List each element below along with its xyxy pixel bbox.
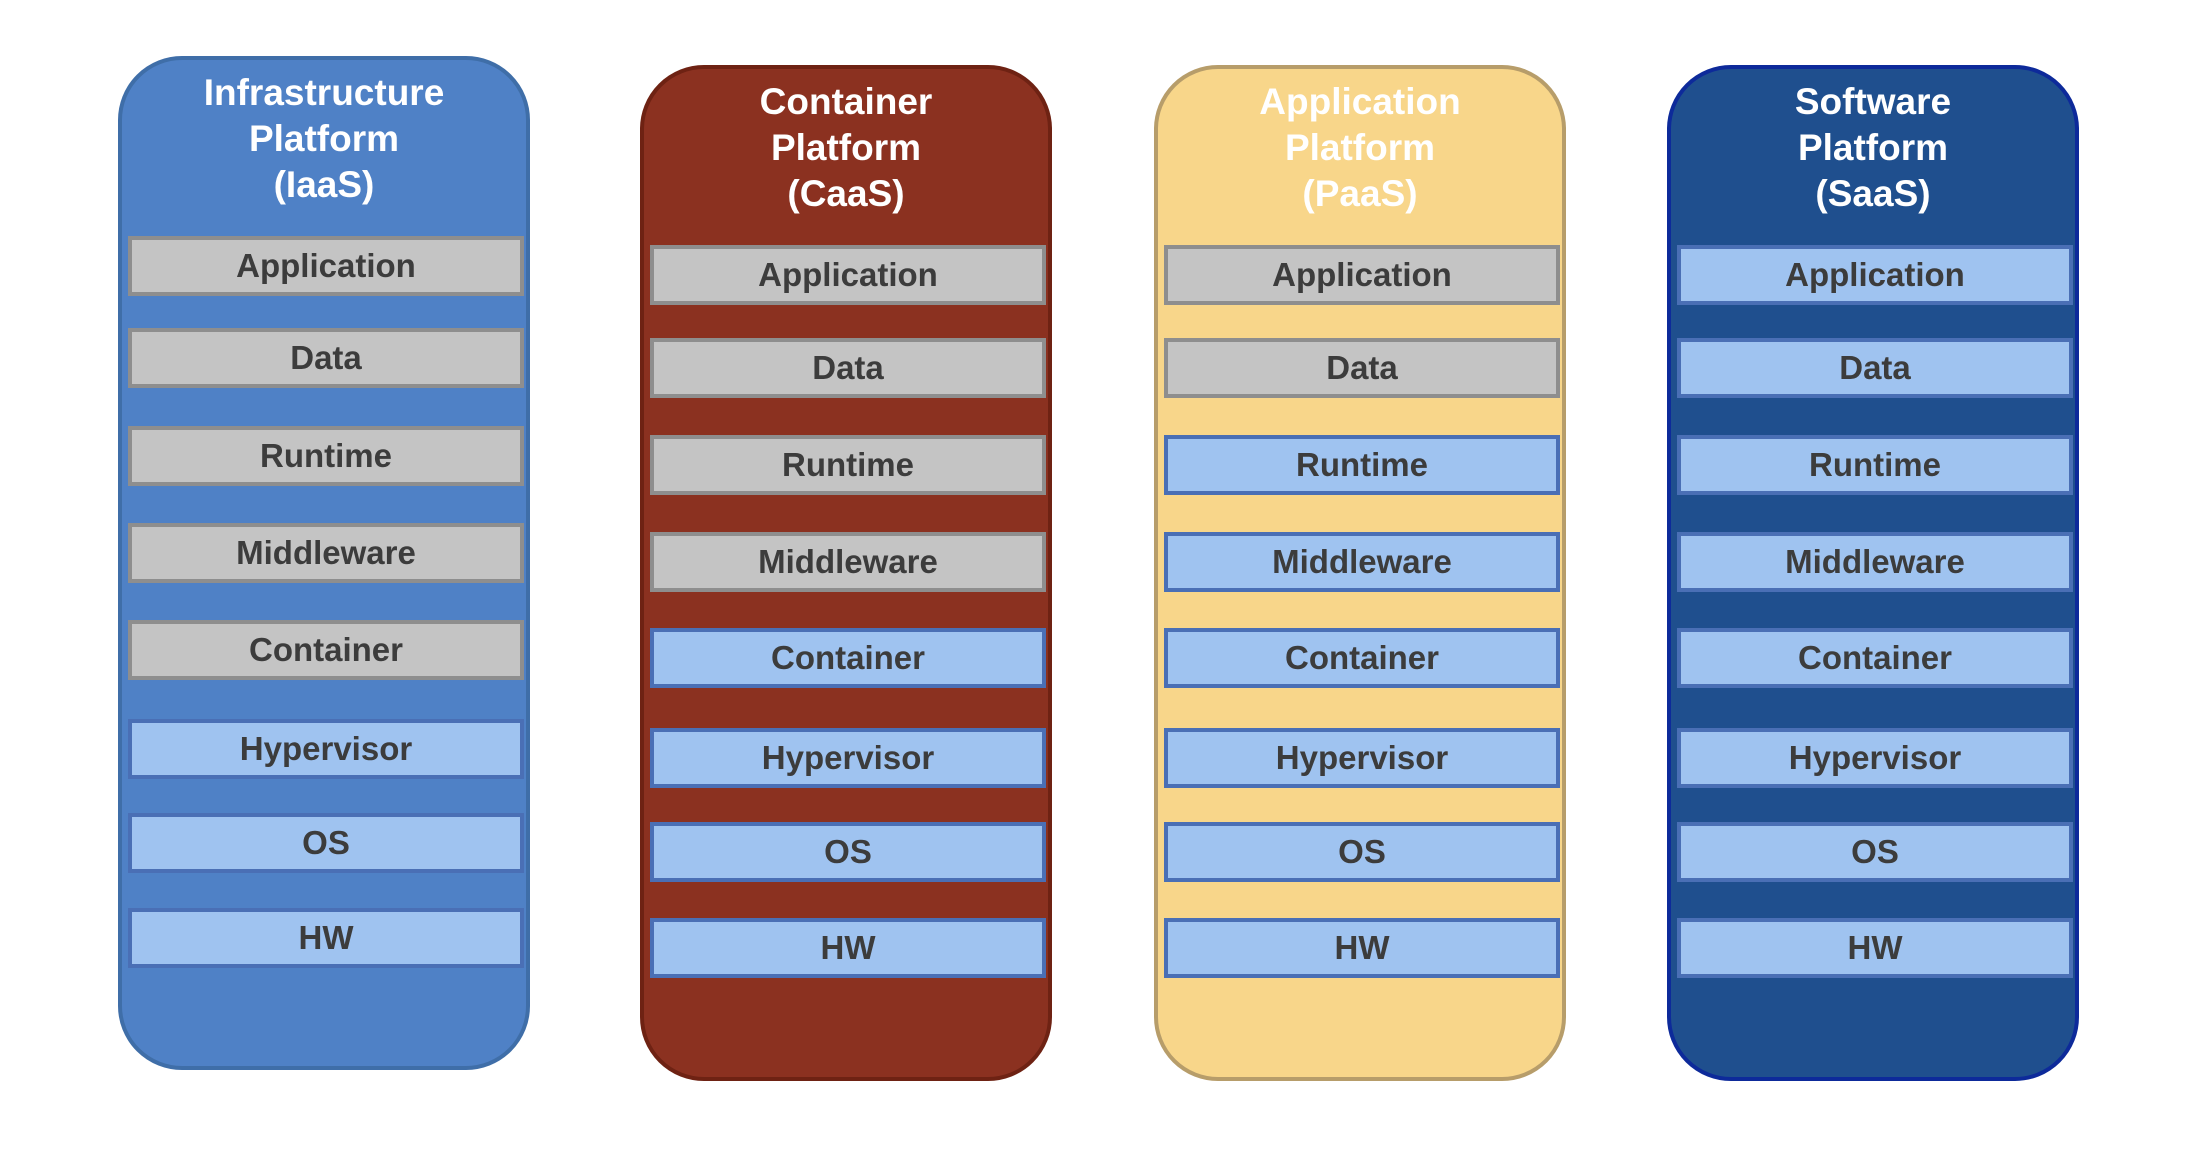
layer-hypervisor: Hypervisor — [1164, 728, 1560, 788]
column-title-line: Platform — [1797, 127, 1949, 168]
layer-hw: HW — [128, 908, 524, 968]
column-title-line: (IaaS) — [273, 164, 375, 205]
column-title-line: Application — [1259, 81, 1461, 122]
layer-container: Container — [128, 620, 524, 680]
layer-hypervisor: Hypervisor — [1677, 728, 2073, 788]
layer-os: OS — [1164, 822, 1560, 882]
layer-hypervisor: Hypervisor — [128, 719, 524, 779]
column-title: Container Platform (CaaS) — [644, 79, 1048, 217]
layer-runtime: Runtime — [1164, 435, 1560, 495]
layer-application: Application — [128, 236, 524, 296]
column-title: Infrastructure Platform (IaaS) — [122, 70, 526, 208]
column-title-line: (PaaS) — [1302, 173, 1418, 214]
layer-hw: HW — [1677, 918, 2073, 978]
column-title: Software Platform (SaaS) — [1671, 79, 2075, 217]
layer-runtime: Runtime — [650, 435, 1046, 495]
layer-data: Data — [128, 328, 524, 388]
column-title-line: Container — [759, 81, 933, 122]
layer-os: OS — [650, 822, 1046, 882]
layer-os: OS — [128, 813, 524, 873]
layer-application: Application — [1164, 245, 1560, 305]
layer-middleware: Middleware — [1677, 532, 2073, 592]
layer-data: Data — [650, 338, 1046, 398]
layer-middleware: Middleware — [1164, 532, 1560, 592]
layer-os: OS — [1677, 822, 2073, 882]
layer-runtime: Runtime — [1677, 435, 2073, 495]
layer-hw: HW — [650, 918, 1046, 978]
column-title: Application Platform (PaaS) — [1158, 79, 1562, 217]
iaas-column: Infrastructure Platform (IaaS) Applicati… — [118, 56, 530, 1070]
layer-hypervisor: Hypervisor — [650, 728, 1046, 788]
column-title-line: (CaaS) — [787, 173, 905, 214]
layer-middleware: Middleware — [650, 532, 1046, 592]
column-title-line: (SaaS) — [1815, 173, 1931, 214]
column-title-line: Platform — [1284, 127, 1436, 168]
layer-container: Container — [1164, 628, 1560, 688]
layer-application: Application — [1677, 245, 2073, 305]
layer-hw: HW — [1164, 918, 1560, 978]
column-title-line: Platform — [770, 127, 922, 168]
column-title-line: Infrastructure — [203, 72, 445, 113]
column-title-line: Software — [1794, 81, 1952, 122]
layer-middleware: Middleware — [128, 523, 524, 583]
layer-data: Data — [1677, 338, 2073, 398]
layer-runtime: Runtime — [128, 426, 524, 486]
column-title-line: Platform — [248, 118, 400, 159]
layer-data: Data — [1164, 338, 1560, 398]
layer-application: Application — [650, 245, 1046, 305]
layer-container: Container — [650, 628, 1046, 688]
layer-container: Container — [1677, 628, 2073, 688]
